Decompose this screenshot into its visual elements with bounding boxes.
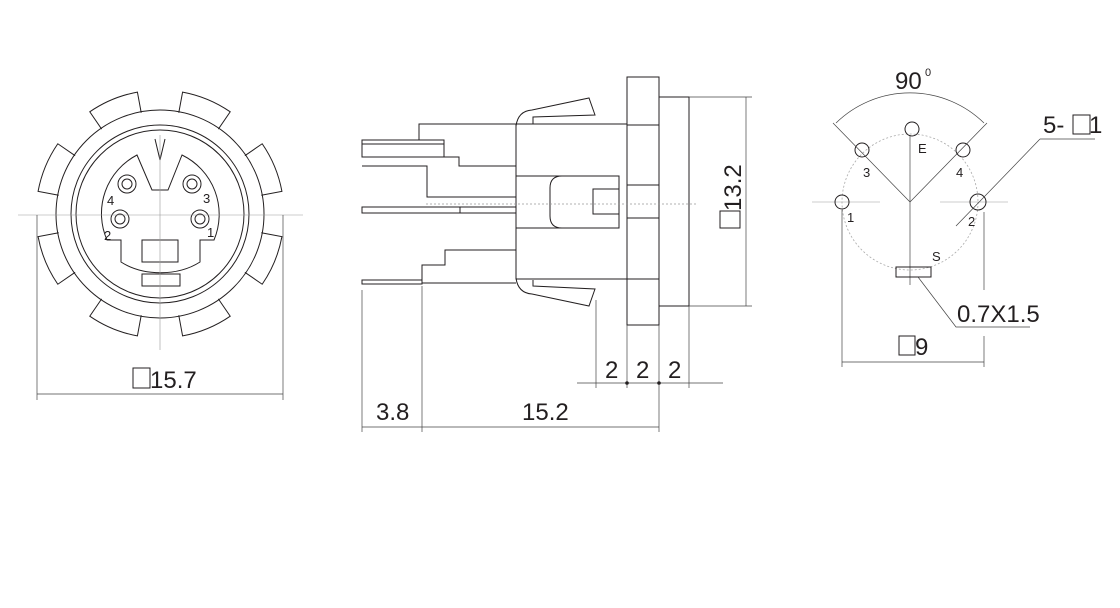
pin-label: 2 <box>968 214 975 229</box>
slot-dim: 0.7X1.5 <box>957 301 1040 328</box>
top-latch <box>515 97 596 127</box>
front-view: 4 3 2 1 15.7 <box>18 91 303 400</box>
diameter-symbol <box>719 210 741 229</box>
ring-tab <box>89 298 142 337</box>
hole-diameter: 1 <box>1089 112 1102 139</box>
pin-hole-e <box>904 121 920 137</box>
segment-dim: 2 <box>636 357 649 384</box>
segment-dim: 2 <box>668 357 681 384</box>
height-dim: 13.2 <box>720 164 747 211</box>
ring-tab <box>178 91 231 130</box>
angle-arc <box>835 92 985 124</box>
ring-tab <box>178 298 231 337</box>
pin-label: 2 <box>104 228 111 243</box>
pin-label: 4 <box>107 193 114 208</box>
flange <box>626 76 660 326</box>
pin-middle <box>361 206 517 214</box>
hole-count: 5- <box>1043 112 1064 139</box>
ring-tabs <box>37 91 283 337</box>
body <box>515 123 628 280</box>
diameter-symbol <box>1072 114 1091 135</box>
ring-tab <box>244 232 283 285</box>
pitch-diameter: 9 <box>915 334 928 361</box>
pin-label: 1 <box>207 225 214 240</box>
pin-layout-view: E 3 4 1 2 S 90 0 5- 1 0.7X1.5 9 <box>812 67 1102 367</box>
socket-insert <box>100 154 220 274</box>
pin-label: E <box>918 141 927 156</box>
ring-tab <box>37 232 76 285</box>
ring-tab <box>244 143 283 196</box>
front-cap <box>658 96 690 307</box>
pin-label: 4 <box>956 165 963 180</box>
window <box>515 175 620 229</box>
degree-mark: 0 <box>925 67 931 79</box>
pin-length-dim: 3.8 <box>376 399 409 426</box>
pin-hole-4 <box>955 142 971 158</box>
diameter-symbol <box>132 367 151 389</box>
ring-tab <box>89 91 142 130</box>
pin-hole-3 <box>854 142 870 158</box>
pin-label: S <box>932 249 941 264</box>
bottom-latch <box>515 277 596 307</box>
diameter-dim: 15.7 <box>150 367 197 394</box>
pin-hole-2 <box>969 193 987 211</box>
side-view: 3.8 15.2 2 2 2 13.2 <box>361 76 752 432</box>
pin-hole-1 <box>834 194 850 210</box>
pin-label: 1 <box>847 210 854 225</box>
bottom-key <box>141 273 181 287</box>
body-length-dim: 15.2 <box>522 399 569 426</box>
front-pins <box>110 174 210 229</box>
pin-bottom <box>361 279 423 285</box>
pin-label: 3 <box>863 165 870 180</box>
pin-top <box>361 139 445 158</box>
diameter-symbol <box>898 335 916 356</box>
pin-label: 3 <box>203 191 210 206</box>
slot-s <box>895 266 932 278</box>
segment-dim: 2 <box>605 357 618 384</box>
ring-tab <box>37 143 76 196</box>
angle-dim: 90 <box>895 68 922 95</box>
